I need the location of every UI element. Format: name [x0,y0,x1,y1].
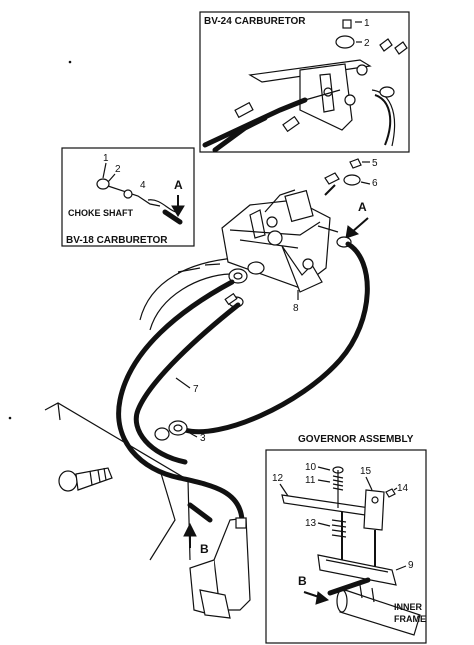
bv18-inset: 1 2 4 CHOKE SHAFT A BV-18 CARBURETOR [61,147,195,247]
bv18-arrow-a-label: A [174,178,183,192]
governor-label-10: 10 [305,462,317,473]
main-assembly: 5 6 8 A [44,158,378,619]
governor-inset: GOVERNOR ASSEMBLY 12 10 11 15 14 13 9 [265,434,427,644]
main-label-8: 8 [293,303,299,314]
bv24-label-2: 2 [364,38,370,49]
bv24-inset: BV-24 CARBURETOR 1 2 [199,11,410,153]
main-label-5: 5 [372,158,378,169]
main-arrow-b-label: B [200,542,209,556]
governor-label-12: 12 [272,473,284,484]
bv18-label-1: 1 [103,153,109,164]
bv18-label-4: 4 [140,180,146,191]
main-label-6: 6 [372,178,378,189]
governor-arrow-b-label: B [298,574,307,588]
governor-title: GOVERNOR ASSEMBLY [298,434,414,445]
inner-frame-label-line2: FRAME [394,614,426,624]
governor-label-14: 14 [397,483,409,494]
inner-frame-label-line1: INNER [394,602,423,612]
bv24-title: BV-24 CARBURETOR [204,16,306,27]
main-arrow-a-label: A [358,200,367,214]
bv18-label-2: 2 [115,164,121,175]
bv24-label-1: 1 [364,18,370,29]
governor-label-9: 9 [408,560,414,571]
choke-shaft-label: CHOKE SHAFT [68,208,134,218]
governor-label-15: 15 [360,466,372,477]
governor-label-11: 11 [305,475,316,486]
governor-label-13: 13 [305,518,317,529]
main-label-3: 3 [200,433,206,444]
main-label-7: 7 [193,384,199,395]
bv18-title: BV-18 CARBURETOR [66,235,168,246]
